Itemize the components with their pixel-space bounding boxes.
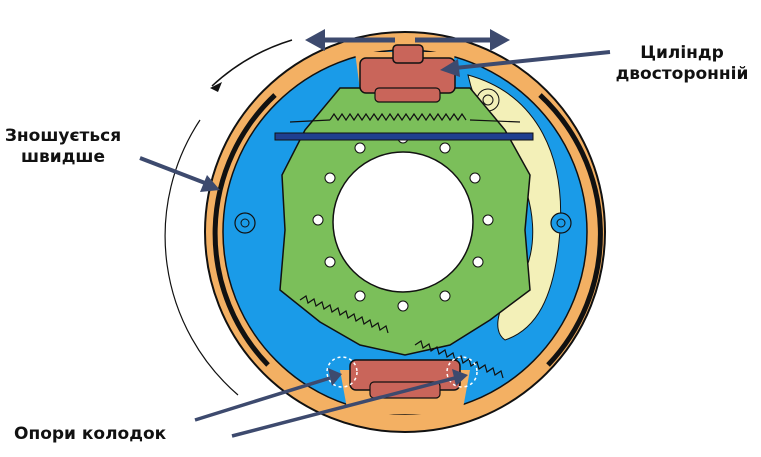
arrow-shaft (139, 156, 206, 185)
outer-thin-ring (164, 119, 239, 396)
top-spring (329, 112, 467, 122)
rotation-arrowhead (210, 82, 222, 92)
top-cylinder-base (374, 87, 441, 103)
arrow-head (452, 369, 468, 386)
right-friction-edge (538, 93, 603, 367)
rotation-arc (211, 39, 293, 87)
arrow-head (490, 29, 510, 51)
bolt-hole (439, 142, 451, 154)
arrow-shaft (194, 376, 331, 422)
right-pin (550, 212, 572, 234)
shoe-supports-text: Опори колодок (14, 424, 167, 444)
bolt-hole (439, 290, 451, 302)
hub-hole (332, 151, 474, 293)
bolt-hole (354, 142, 366, 154)
wears-faster-line2: швидше (20, 147, 106, 167)
adjuster-wheel-inner (482, 94, 494, 106)
annotation-arrows (139, 29, 611, 438)
bolt-hole (469, 172, 481, 184)
bolt-hole (482, 214, 494, 226)
wears-faster-label: Зношується швидше (2, 126, 124, 168)
wears-faster-line1: Зношується (4, 126, 122, 146)
left-pin-inner (240, 218, 250, 228)
bolt-holes (312, 132, 494, 312)
shoe-supports-label: Опори колодок (14, 424, 184, 445)
left-support-circle (326, 356, 358, 388)
bolt-hole (472, 256, 484, 268)
top-spring-hooks (289, 119, 521, 123)
bolt-hole (312, 214, 324, 226)
arrow-head (328, 368, 342, 386)
top-cylinder-cap (392, 44, 424, 64)
arrow-shaft (231, 376, 456, 438)
arrow-head (305, 29, 325, 51)
bolt-hole (354, 290, 366, 302)
bottom-right-spring (414, 340, 504, 379)
bolt-hole (324, 256, 336, 268)
bolt-hole (324, 172, 336, 184)
arrow-shaft (454, 50, 611, 70)
left-pin (234, 212, 256, 234)
top-cylinder (359, 44, 456, 103)
left-friction-edge (212, 93, 277, 367)
cylinder-label: Циліндр двосторонній (612, 43, 752, 85)
cylinder-label-line2: двосторонній (615, 64, 749, 84)
adjuster-bar (274, 132, 534, 141)
bolt-hole (397, 300, 409, 312)
cylinder-label-line1: Циліндр (640, 43, 724, 63)
right-pin-inner (556, 218, 566, 228)
arrow-head (440, 59, 460, 77)
right-support-circle (446, 356, 478, 388)
bottom-left-spring (299, 295, 389, 334)
arrow-head (200, 175, 220, 192)
